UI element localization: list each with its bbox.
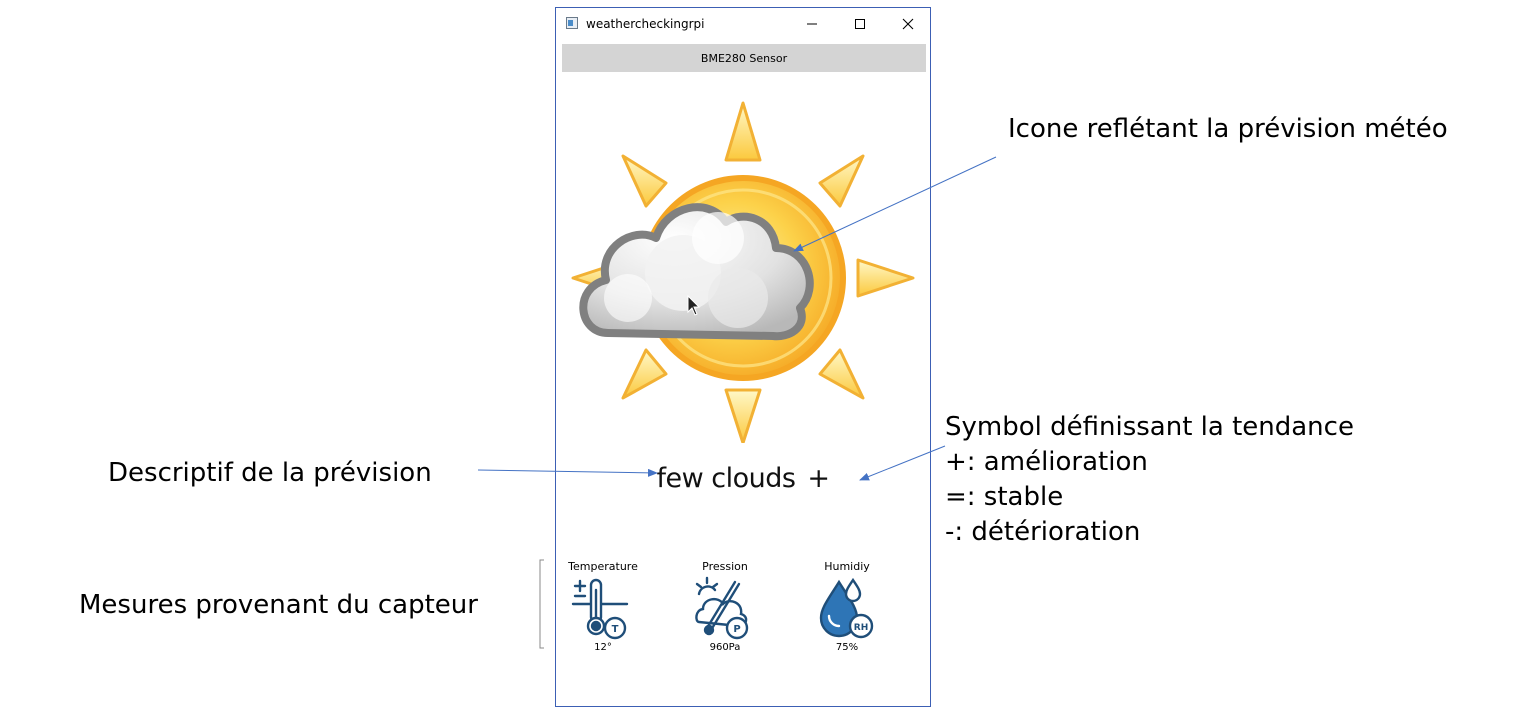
annotation-sensors: Mesures provenant du capteur: [79, 590, 478, 620]
sensor-value: 960Pa: [709, 642, 741, 653]
maximize-icon: [855, 19, 865, 29]
minimize-button[interactable]: [792, 12, 832, 36]
trend-line: =: stable: [945, 482, 1064, 512]
sensors-bracket: [539, 559, 544, 649]
barometer-icon: P: [695, 576, 749, 640]
sensor-pressure: Pression P 960Pa: [680, 560, 770, 653]
trend-line: Symbol définissant la tendance: [945, 412, 1354, 442]
pressure-badge: P: [733, 624, 740, 635]
sensor-humidity: Humidiy RH 75%: [802, 560, 892, 653]
sensor-temperature: Temperature T 12°: [558, 560, 648, 653]
trend-line: +: amélioration: [945, 447, 1148, 477]
forecast-description: few clouds: [656, 463, 796, 494]
trend-symbol: +: [807, 463, 830, 494]
annotation-icon: Icone reflétant la prévision météo: [1008, 114, 1448, 144]
sensor-label: Pression: [702, 560, 748, 573]
close-icon: [902, 18, 914, 30]
annotation-trend: Symbol définissant la tendance +: amélio…: [945, 410, 1354, 550]
sensor-label: Temperature: [568, 560, 638, 573]
thermometer-icon: T: [571, 578, 629, 640]
sensor-label: Humidiy: [824, 560, 870, 573]
maximize-button[interactable]: [840, 12, 880, 36]
close-button[interactable]: [888, 12, 928, 36]
trend-line: -: détérioration: [945, 517, 1141, 547]
sensor-value: 12°: [594, 642, 612, 653]
humidity-drop-icon: RH: [819, 577, 874, 639]
cloud-icon: [579, 203, 814, 341]
sensor-value: 75%: [835, 642, 859, 653]
humidity-badge: RH: [854, 623, 868, 633]
sensor-header: BME280 Sensor: [562, 44, 926, 72]
window-title: weathercheckingrpi: [586, 17, 705, 31]
annotation-description: Descriptif de la prévision: [108, 458, 432, 488]
minimize-icon: [807, 23, 817, 25]
app-icon: [566, 17, 578, 29]
temperature-badge: T: [612, 624, 619, 635]
mouse-cursor-icon: [687, 294, 701, 316]
app-window: weathercheckingrpi BME280 Sensor: [555, 7, 931, 707]
title-bar[interactable]: weathercheckingrpi: [556, 8, 930, 39]
weather-forecast-icon: [571, 101, 915, 443]
forecast-line: few clouds +: [556, 463, 930, 494]
